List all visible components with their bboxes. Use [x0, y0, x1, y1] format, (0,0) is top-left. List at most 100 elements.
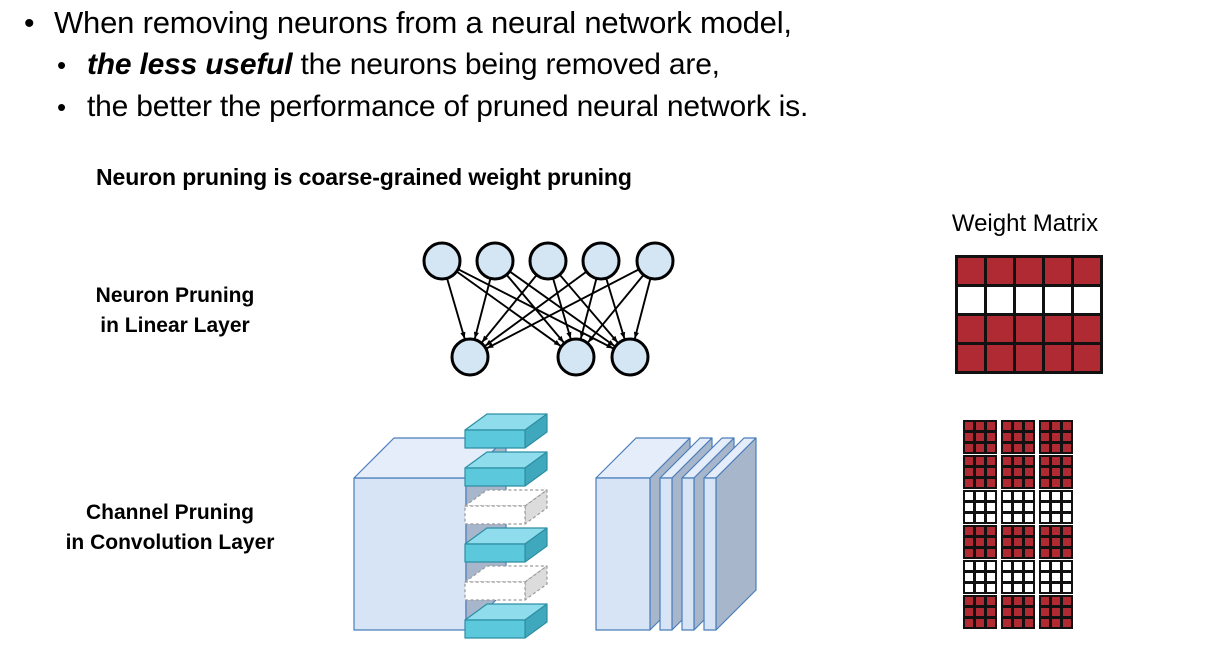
- weight-subcell: [1003, 572, 1012, 582]
- weight-subcell: [1062, 502, 1071, 512]
- bullet-text-3: the better the performance of pruned neu…: [87, 90, 809, 123]
- weight-subcell: [965, 467, 974, 477]
- neuron-edge-arrowhead-icon: [566, 331, 572, 339]
- weight-subcell: [1041, 478, 1050, 487]
- weight-subcell: [1051, 432, 1061, 442]
- weight-cell-r1-c2: [987, 258, 1013, 284]
- neuron-edge-3-1: [481, 274, 538, 343]
- weight-subcell: [1062, 618, 1071, 627]
- input-neuron-5: [635, 241, 675, 281]
- weight-block-r6-c1: [963, 595, 997, 629]
- weight-cell-r3-c1: [958, 316, 984, 342]
- input-neuron-3: [528, 241, 568, 281]
- bullet-emphasis-text: the less useful: [87, 48, 293, 81]
- weight-block-r3-c2: [1001, 490, 1035, 524]
- weight-subcell: [1062, 478, 1071, 487]
- weight-subcell: [1062, 562, 1071, 571]
- weight-subcell: [986, 562, 995, 571]
- weight-subcell: [1024, 548, 1033, 557]
- neuron-edge-arrowhead-icon: [473, 331, 479, 339]
- weight-subcell: [1051, 478, 1061, 487]
- weight-subcell: [986, 548, 995, 557]
- weight-subcell: [1013, 572, 1023, 582]
- bullet-item-2: • the less useful the neurons being remo…: [57, 46, 720, 84]
- weight-subcell: [986, 618, 995, 627]
- weight-subcell: [1062, 467, 1071, 477]
- input-neuron-1: [422, 241, 462, 281]
- weight-subcell: [1041, 562, 1050, 571]
- weight-subcell: [1003, 422, 1012, 431]
- weight-subcell: [975, 478, 985, 487]
- label-channel-pruning-line2: in Convolution Layer: [65, 530, 275, 554]
- weight-subcell: [965, 527, 974, 536]
- input-neuron-2: [475, 241, 515, 281]
- weight-subcell: [986, 572, 995, 582]
- weight-subcell: [965, 618, 974, 627]
- weight-block-r4-c3: [1039, 525, 1073, 559]
- weight-block-r1-c2: [1001, 420, 1035, 454]
- weight-subcell: [1013, 548, 1023, 557]
- weight-subcell: [1062, 527, 1071, 536]
- weight-subcell: [1013, 527, 1023, 536]
- input-tensor-front-face: [353, 477, 467, 631]
- weight-subcell: [965, 583, 974, 592]
- weight-block-r5-c2: [1001, 560, 1035, 594]
- weight-subcell: [986, 422, 995, 431]
- neuron-edge-5-1: [486, 268, 640, 350]
- weight-subcell: [975, 537, 985, 547]
- weight-subcell: [1041, 583, 1050, 592]
- conv-filter-stack: [464, 413, 548, 639]
- weight-block-r6-c3: [1039, 595, 1073, 629]
- weight-subcell: [1051, 537, 1061, 547]
- weight-cell-r4-c2: [987, 345, 1013, 371]
- label-neuron-pruning: Neuron Pruning in Linear Layer: [30, 281, 320, 341]
- weight-subcell: [1041, 492, 1050, 501]
- weight-subcell: [1024, 572, 1033, 582]
- weight-subcell: [1003, 513, 1012, 522]
- weight-subcell: [1051, 502, 1061, 512]
- weight-subcell: [1051, 607, 1061, 617]
- weight-cell-r4-c4: [1045, 345, 1071, 371]
- weight-cell-r1-c3: [1016, 258, 1042, 284]
- weight-subcell: [975, 527, 985, 536]
- weight-subcell: [986, 432, 995, 442]
- weight-subcell: [975, 422, 985, 431]
- weight-block-r3-c1: [963, 490, 997, 524]
- weight-subcell: [1062, 583, 1071, 592]
- weight-subcell: [1062, 572, 1071, 582]
- weight-subcell: [975, 457, 985, 466]
- weight-subcell: [965, 432, 974, 442]
- weight-subcell: [975, 572, 985, 582]
- output-slab-1-front-face: [595, 477, 651, 631]
- filter-5-front-face-pruned: [464, 581, 526, 601]
- weight-cell-r3-c3: [1016, 316, 1042, 342]
- weight-block-r6-c2: [1001, 595, 1035, 629]
- weight-subcell: [975, 618, 985, 627]
- weight-subcell: [965, 572, 974, 582]
- weight-subcell: [1013, 597, 1023, 606]
- weight-block-r1-c3: [1039, 420, 1073, 454]
- weight-block-r2-c2: [1001, 455, 1035, 489]
- conv-diagram-svg: [353, 413, 757, 639]
- weight-cell-r3-c2: [987, 316, 1013, 342]
- weight-cell-r2-c2: [987, 287, 1013, 313]
- weight-subcell: [1013, 492, 1023, 501]
- neuron-edge-1-1: [446, 278, 466, 340]
- weight-subcell: [1003, 562, 1012, 571]
- weight-cell-r1-c1: [958, 258, 984, 284]
- weight-subcell: [975, 597, 985, 606]
- weight-cell-r2-c3: [1016, 287, 1042, 313]
- weight-subcell: [1013, 583, 1023, 592]
- weight-subcell: [965, 502, 974, 512]
- weight-subcell: [1041, 467, 1050, 477]
- weight-subcell: [1024, 467, 1033, 477]
- bullet-marker-icon: •: [57, 50, 67, 80]
- weight-subcell: [1024, 618, 1033, 627]
- weight-block-r3-c3: [1039, 490, 1073, 524]
- weight-cell-r2-c5: [1074, 287, 1100, 313]
- weight-subcell: [975, 548, 985, 557]
- weight-subcell: [1013, 478, 1023, 487]
- weight-subcell: [1062, 597, 1071, 606]
- weight-subcell: [1003, 527, 1012, 536]
- weight-subcell: [975, 502, 985, 512]
